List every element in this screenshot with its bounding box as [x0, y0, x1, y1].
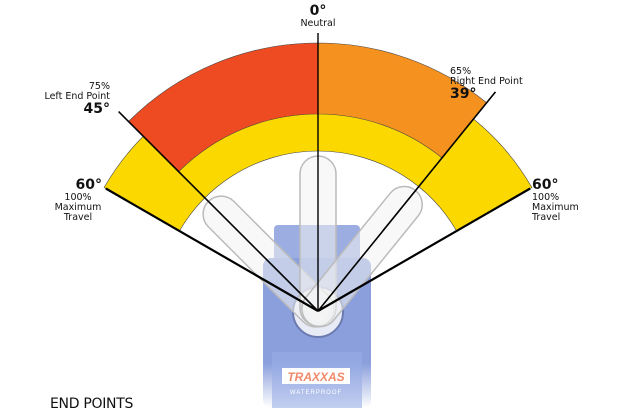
left-max-line [105, 187, 319, 312]
left-end-point-line [118, 111, 319, 312]
right-end-degrees: 39° [450, 85, 477, 102]
right-end-point-line [317, 91, 497, 312]
right-max-line2: Travel [532, 211, 561, 223]
neutral-text: Neutral [300, 17, 336, 29]
neutral-label: 0° Neutral [288, 4, 348, 29]
left-max-line1: Maximum [54, 201, 102, 213]
servo-brand: TRAXXAS [287, 370, 344, 384]
right-max-label: 60° 100% Maximum Travel [532, 178, 592, 223]
servo-tag: WATERPROOF [290, 390, 342, 396]
right-max-line1: Maximum [532, 201, 579, 213]
left-end-degrees: 45° [83, 100, 110, 117]
left-end-point-label: 75% Left End Point 45° [20, 82, 110, 117]
right-end-point-label: 65% Right End Point 39° [450, 67, 560, 102]
left-max-degrees: 60° [75, 177, 102, 193]
left-end-text: Left End Point [44, 90, 110, 102]
right-end-percent: 65% [450, 66, 472, 77]
diagram-title: END POINTS [50, 396, 134, 412]
neutral-degrees: 0° [309, 3, 327, 19]
left-max-label: 60° 100% Maximum Travel [48, 178, 108, 223]
servo-logo-plate [282, 368, 350, 384]
left-end-percent: 75% [88, 81, 110, 92]
right-end-text: Right End Point [450, 75, 523, 87]
right-max-line [317, 187, 531, 312]
right-max-degrees: 60° [532, 177, 559, 193]
left-max-percent: 100% [64, 191, 92, 203]
left-max-line2: Travel [63, 211, 93, 223]
right-max-percent: 100% [532, 191, 560, 203]
